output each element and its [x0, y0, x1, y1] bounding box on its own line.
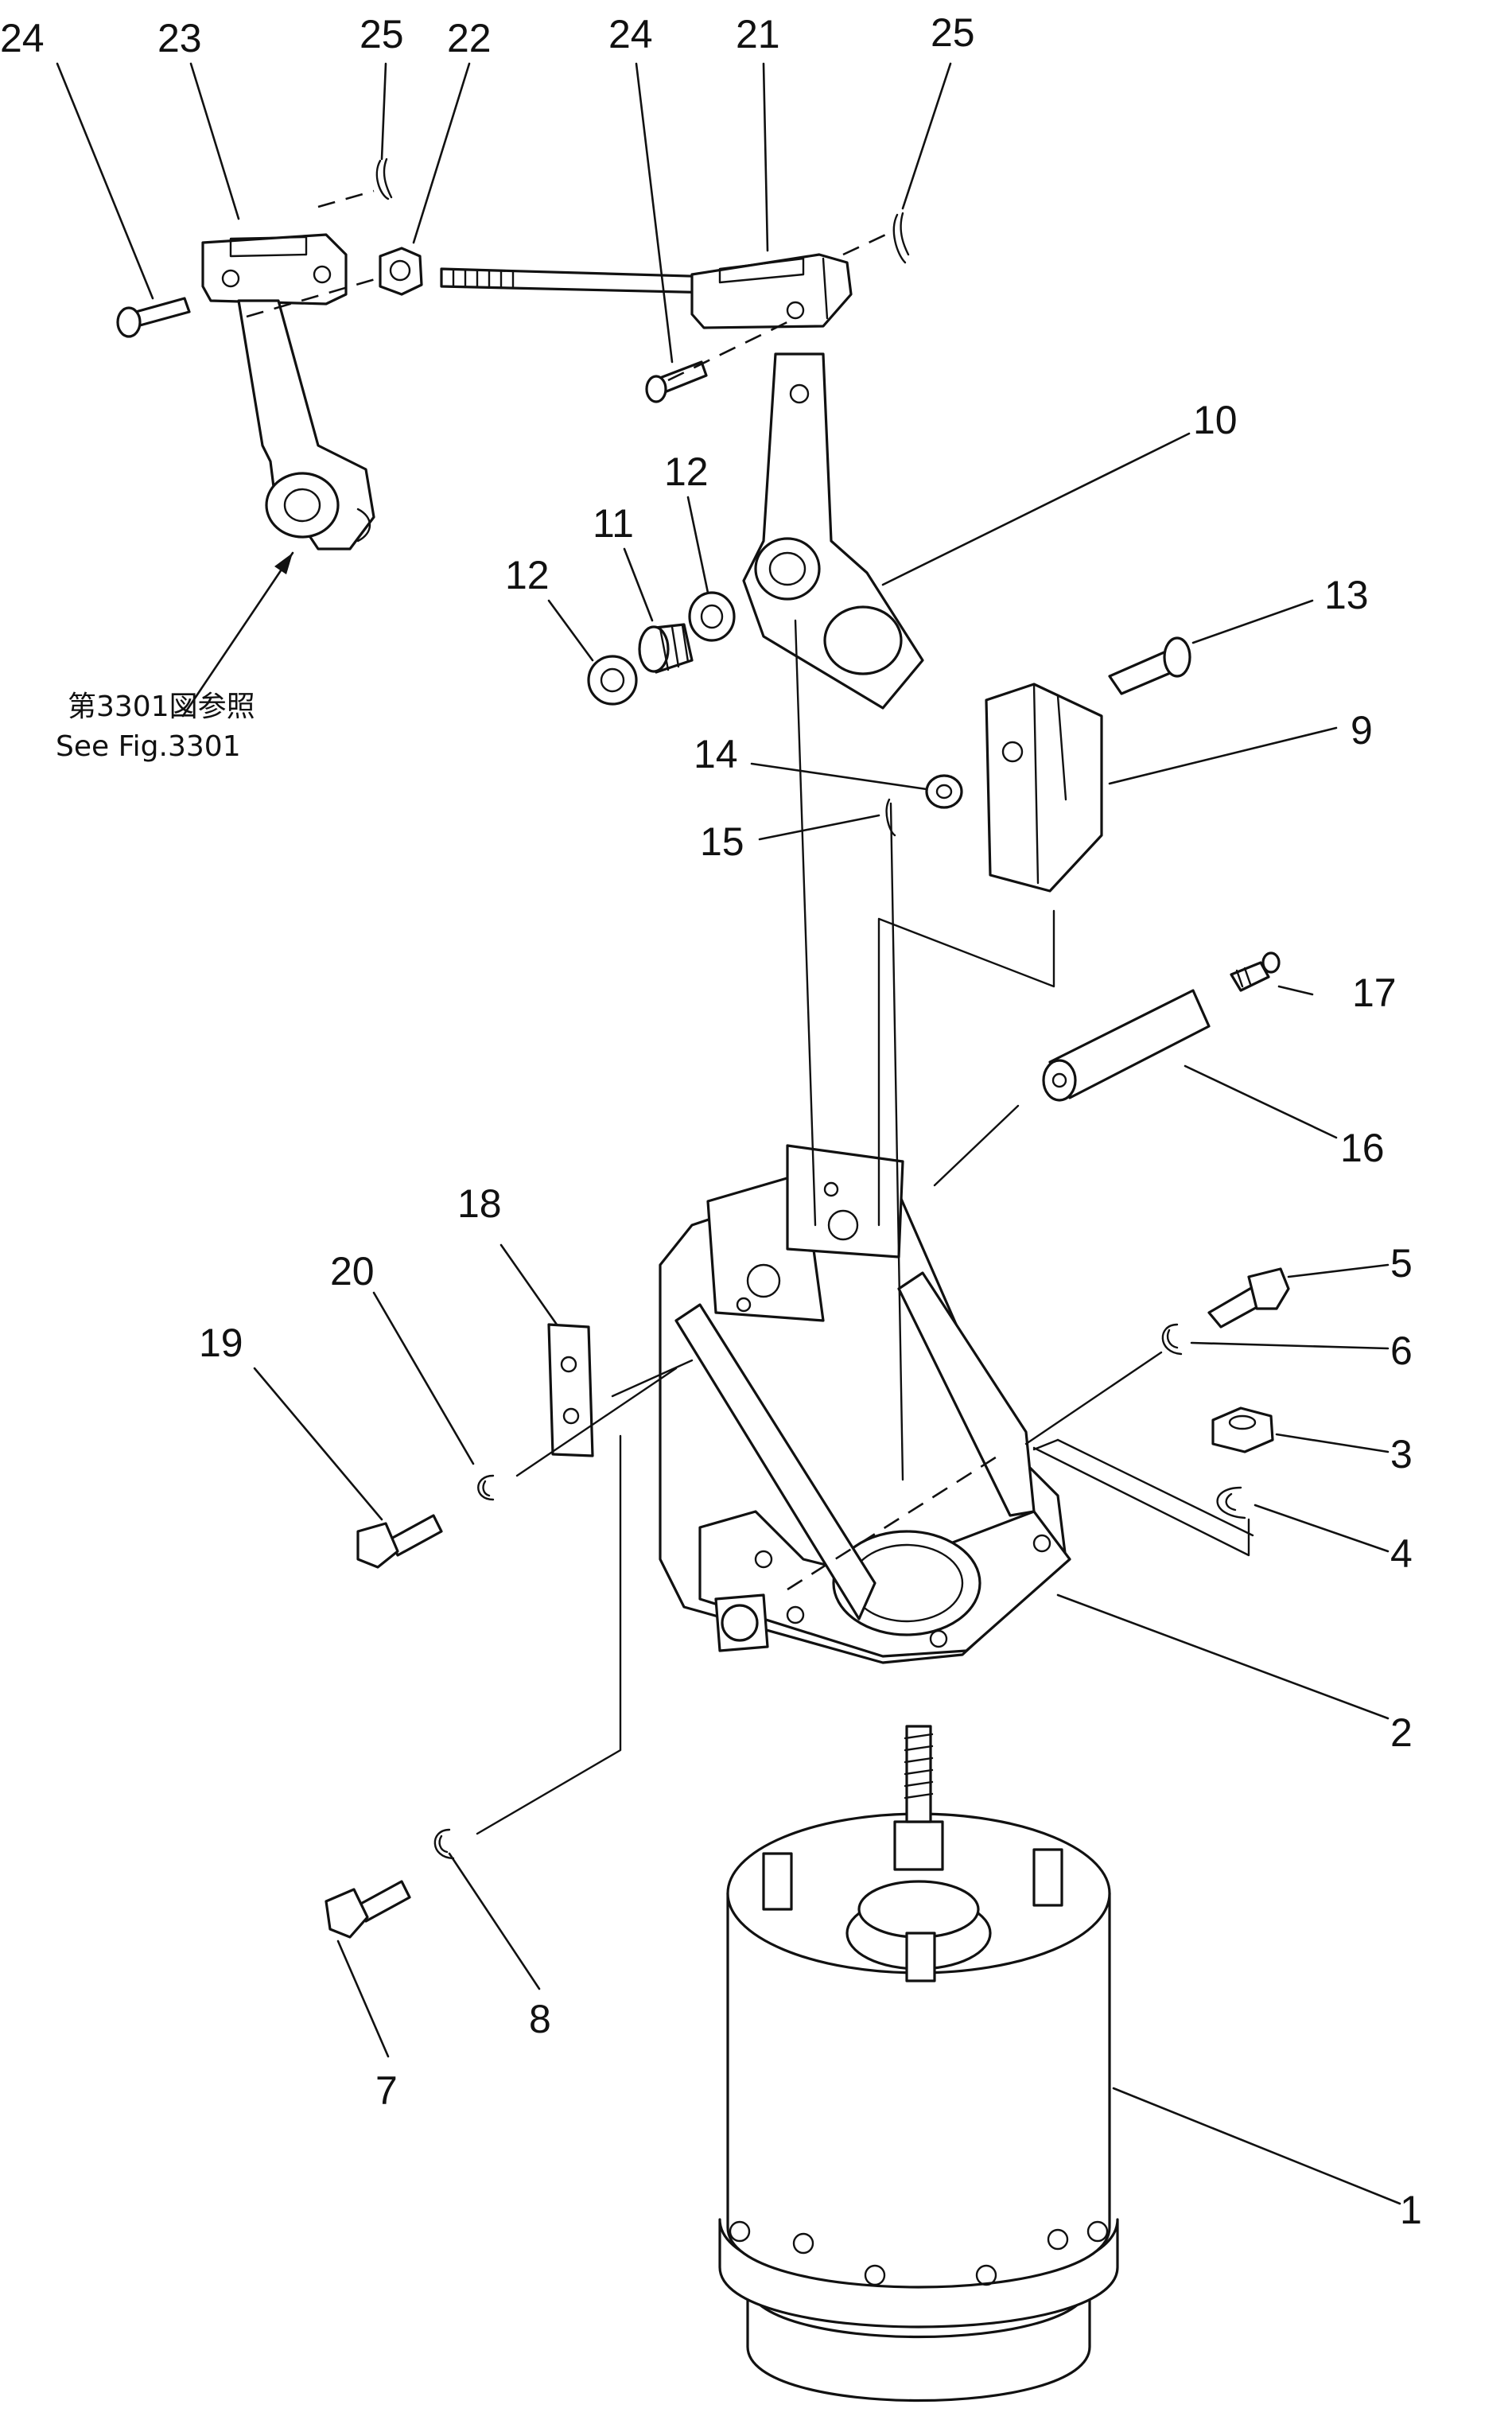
reference-note-jp: 第3301図参照 — [68, 691, 255, 723]
callout-14: 14 — [694, 732, 738, 776]
shim-plate — [547, 1323, 594, 1457]
alignment-line — [787, 1454, 999, 1591]
callout-15: 15 — [700, 819, 744, 864]
bell-crank-lever — [742, 352, 924, 710]
alignment-line — [842, 231, 892, 256]
callout-17: 17 — [1352, 971, 1397, 1015]
clevis-right — [690, 253, 853, 329]
callout-10: 10 — [1193, 398, 1238, 442]
callout-12: 12 — [505, 553, 550, 597]
clevis-pin-left — [116, 297, 191, 338]
alignment-line — [515, 1367, 678, 1477]
callout-19: 19 — [199, 1321, 243, 1365]
reference-note-en: See Fig.3301 — [56, 730, 241, 763]
clevis-left — [201, 233, 348, 305]
lock-washer-8 — [433, 1828, 455, 1860]
rod-nut — [379, 247, 423, 296]
callout-8: 8 — [529, 1997, 551, 2041]
clevis-block-9 — [985, 683, 1103, 893]
callout-22: 22 — [447, 16, 492, 60]
callout-23: 23 — [157, 16, 202, 60]
actuator-motor — [718, 1725, 1119, 2402]
bolt-19 — [356, 1514, 443, 1569]
callout-3: 3 — [1390, 1432, 1413, 1477]
threaded-rod — [440, 267, 717, 294]
lock-washer-20 — [477, 1474, 495, 1501]
alignment-line — [317, 189, 375, 208]
callout-1: 1 — [1400, 2188, 1422, 2232]
bearing-outer — [587, 655, 638, 706]
nut-3 — [1211, 1406, 1274, 1453]
lock-washer-6 — [1161, 1323, 1183, 1356]
pivot-shaft — [1042, 989, 1211, 1102]
callout-2: 2 — [1390, 1710, 1413, 1755]
grease-nipple — [1230, 951, 1281, 992]
callout-4: 4 — [1390, 1531, 1413, 1576]
callout-18: 18 — [457, 1181, 502, 1226]
leader-lines — [56, 62, 1401, 2205]
clevis-pin-right — [645, 360, 708, 403]
alignment-line — [246, 277, 379, 318]
callout-24: 24 — [0, 16, 45, 60]
callout-6: 6 — [1390, 1329, 1413, 1373]
cotter-pin-right — [892, 212, 910, 264]
mounting-bracket — [659, 1144, 1071, 1664]
washer-14 — [925, 774, 963, 809]
alignment-line — [611, 1359, 694, 1398]
callout-7: 7 — [375, 2068, 398, 2113]
callout-24: 24 — [608, 12, 653, 56]
callout-21: 21 — [736, 12, 780, 56]
needle-bearing — [638, 623, 694, 674]
alignment-line — [877, 909, 1055, 1227]
callout-25: 25 — [931, 10, 975, 55]
alignment-line — [1032, 1438, 1059, 1451]
callout-20: 20 — [330, 1249, 375, 1294]
clevis-pin-13 — [1108, 636, 1191, 695]
callout-13: 13 — [1324, 573, 1369, 617]
alignment-line — [889, 802, 904, 1481]
lock-washer-4 — [1216, 1486, 1246, 1519]
bolt-5 — [1207, 1267, 1290, 1329]
callout-16: 16 — [1340, 1126, 1385, 1170]
alignment-line — [794, 619, 817, 1227]
callout-11: 11 — [593, 501, 634, 546]
alignment-line — [1024, 1351, 1163, 1445]
alignment-line — [1032, 1446, 1250, 1557]
cotter-pin-15 — [885, 798, 896, 837]
alignment-line — [933, 1104, 1020, 1187]
lever-arm — [237, 299, 375, 551]
alignment-line — [476, 1434, 622, 1835]
callout-9: 9 — [1351, 708, 1373, 753]
bolt-7 — [325, 1880, 411, 1939]
alignment-line — [667, 317, 796, 382]
callout-25: 25 — [360, 12, 404, 56]
callout-5: 5 — [1390, 1241, 1413, 1286]
cotter-pin-left — [375, 158, 393, 200]
alignment-line — [1056, 1438, 1254, 1537]
callout-12: 12 — [664, 449, 709, 494]
bearing-inner — [688, 591, 736, 642]
